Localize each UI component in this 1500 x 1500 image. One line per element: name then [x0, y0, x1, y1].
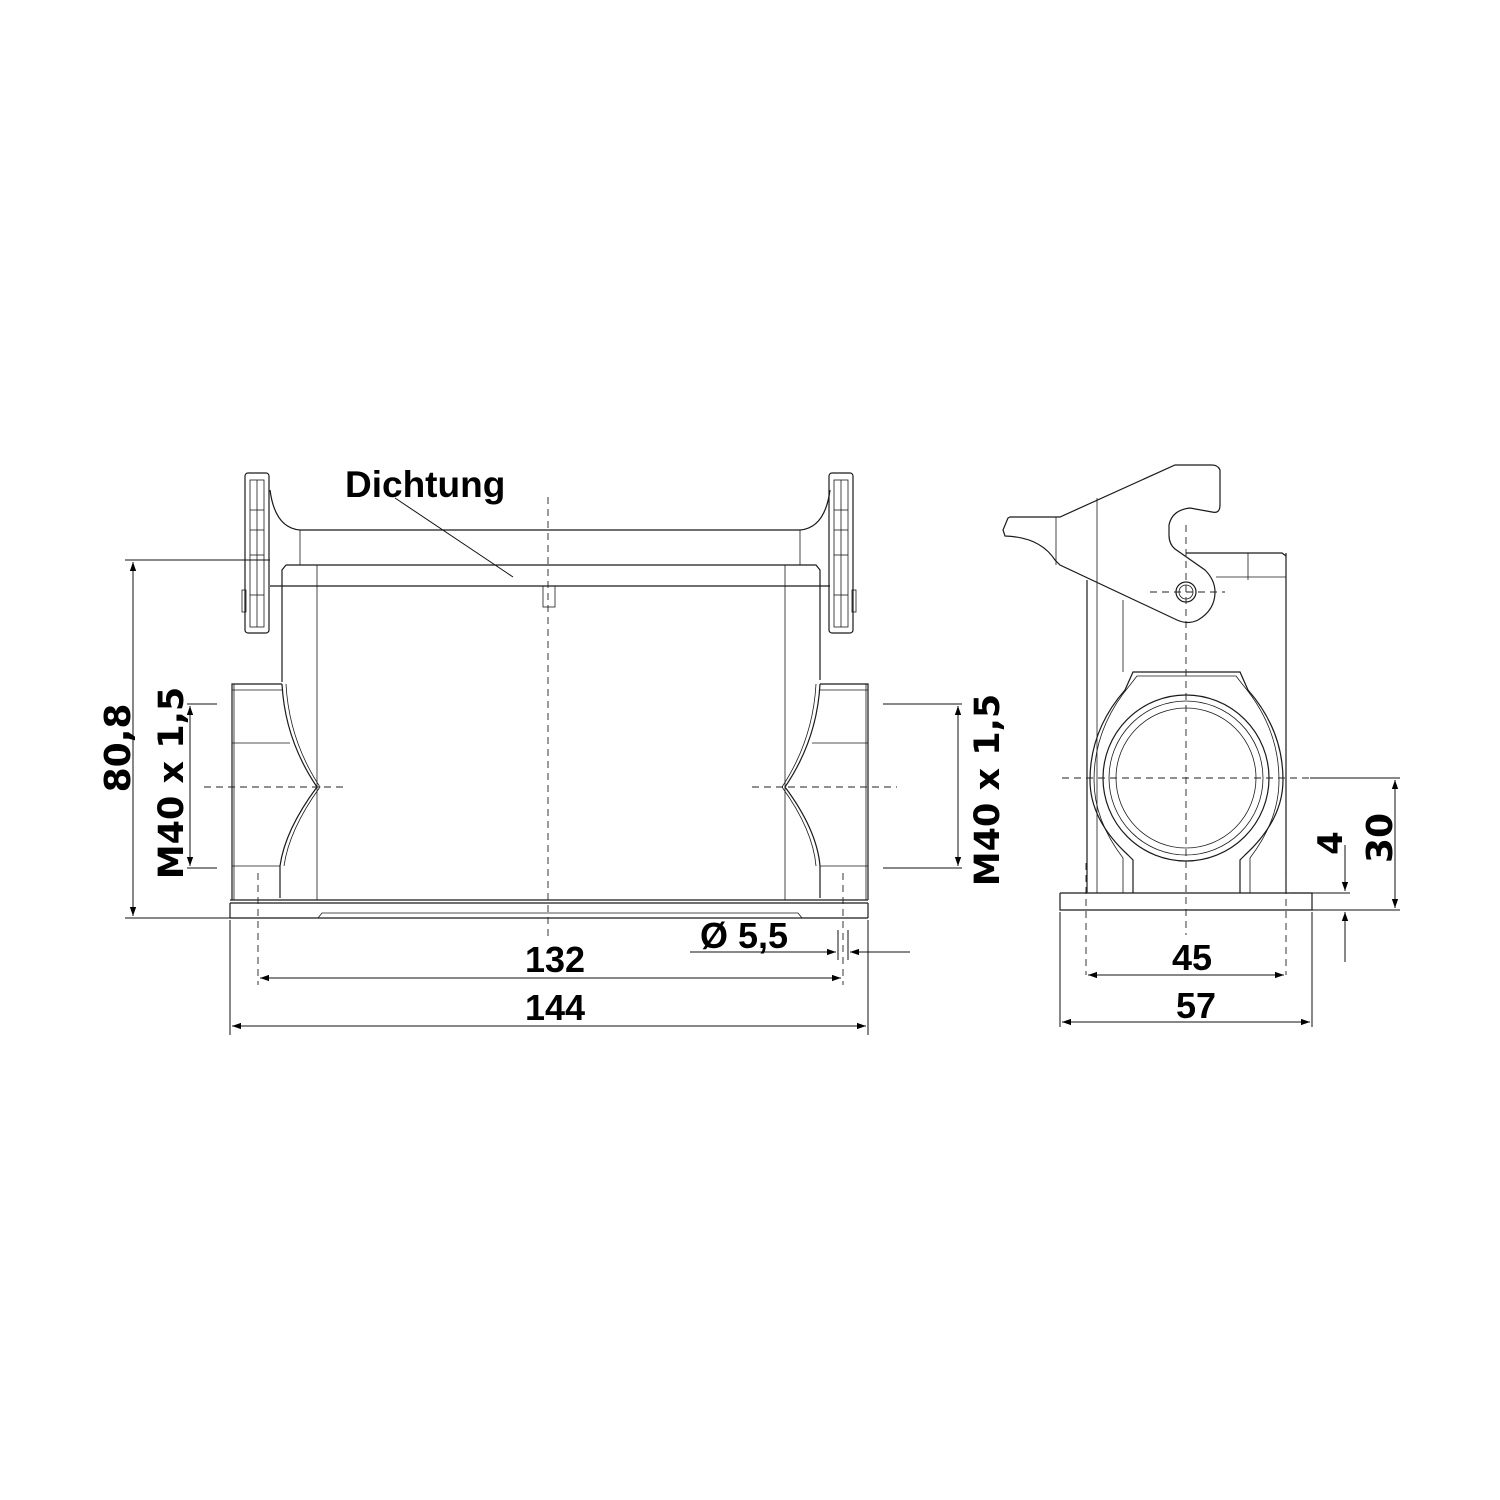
- right-thread-text: M40 x 1,5: [968, 694, 1008, 886]
- hole-diameter-dimension: Ø 5,5: [690, 915, 910, 960]
- locking-lever: [1002, 464, 1221, 893]
- base-thickness-dimension: 4: [1290, 831, 1351, 962]
- side-hole-spacing-text: 45: [1172, 937, 1212, 978]
- left-thread-dimension: M40 x 1,5: [152, 687, 217, 879]
- right-latch: [828, 472, 857, 634]
- height-dimension: 80,8: [98, 559, 270, 919]
- side-hole-spacing-dimension: 45: [1088, 937, 1284, 979]
- gasket-leader-line: [394, 497, 514, 578]
- hole-spacing-text: 132: [525, 939, 585, 980]
- side-view: 30 4 45 57: [1002, 464, 1401, 1027]
- left-thread-boss: [231, 683, 321, 900]
- center-height-dimension: 30: [1310, 777, 1401, 911]
- front-view: Dichtung 80,8 M40 x 1,5 M40 x 1,5: [98, 464, 1008, 1035]
- side-overall-width-dimension: 57: [1059, 912, 1313, 1027]
- housing-body: [269, 489, 831, 900]
- left-thread-text: M40 x 1,5: [152, 687, 192, 879]
- overall-width-text: 144: [525, 987, 585, 1028]
- side-overall-width-text: 57: [1176, 985, 1216, 1026]
- hole-dim-text: Ø 5,5: [700, 915, 788, 956]
- overall-width-dimension: 144: [229, 920, 869, 1035]
- height-dim-text: 80,8: [98, 704, 139, 793]
- hole-spacing-dimension: 132: [260, 939, 841, 982]
- left-latch: [241, 472, 270, 634]
- right-thread-boss: [781, 683, 869, 900]
- base-thickness-text: 4: [1311, 831, 1351, 855]
- center-height-text: 30: [1360, 813, 1401, 863]
- right-thread-dimension: M40 x 1,5: [883, 694, 1008, 886]
- base-plate: [130, 899, 869, 919]
- gasket-label: Dichtung: [345, 464, 505, 505]
